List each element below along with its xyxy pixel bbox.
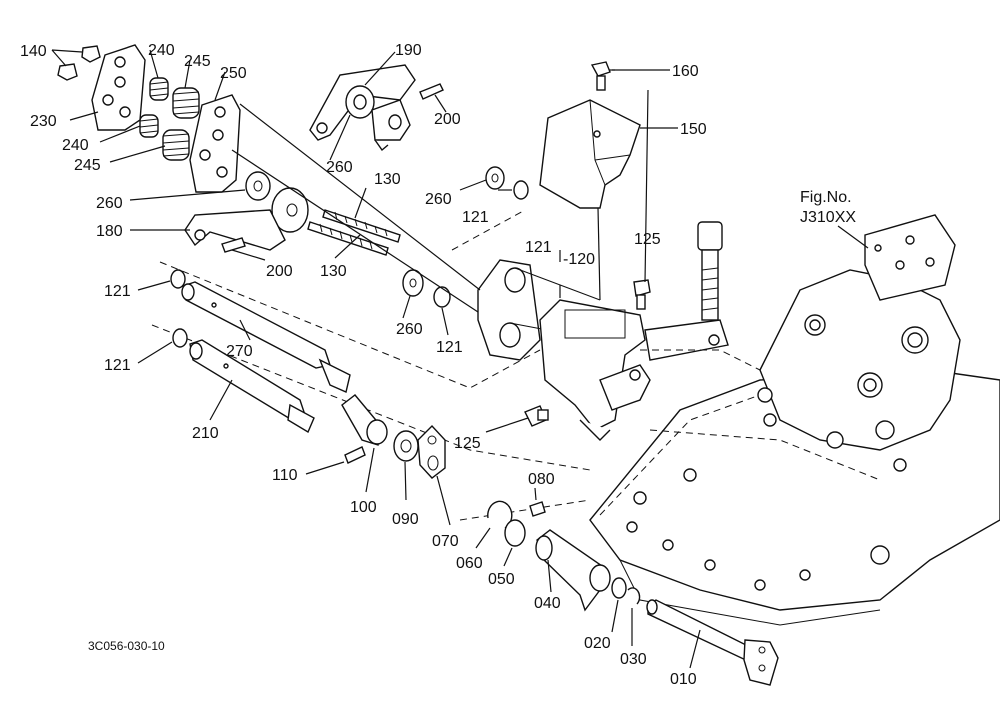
rods-130 — [307, 209, 401, 256]
stud-bolt — [697, 221, 723, 321]
label-121-left-bottom: 121 — [104, 357, 131, 374]
label-240-bottom: 240 — [62, 137, 89, 154]
label-140: 140 — [20, 43, 47, 60]
label-040: 040 — [534, 595, 561, 612]
label-260-left: 260 — [96, 195, 123, 212]
bolt-125-top — [633, 279, 651, 310]
pin-110 — [344, 446, 366, 464]
label-070: 070 — [432, 533, 459, 550]
label-180: 180 — [96, 223, 123, 240]
label-200-top: 200 — [434, 111, 461, 128]
shaft-270 — [181, 281, 351, 393]
label-010: 010 — [670, 671, 697, 688]
label-050: 050 — [488, 571, 515, 588]
washer-090 — [393, 430, 419, 462]
label-260-right: 260 — [425, 191, 452, 208]
label-060: 060 — [456, 555, 483, 572]
plate-070 — [417, 424, 446, 479]
label-160: 160 — [672, 63, 699, 80]
plate-250 — [189, 94, 241, 193]
drawing-code: 3C056-030-10 — [88, 639, 165, 653]
label-190: 190 — [395, 42, 422, 59]
key-080 — [529, 501, 546, 517]
label-121-bracket: 121 — [525, 239, 552, 256]
label-121-top: 121 — [462, 209, 489, 226]
cover-150 — [539, 99, 641, 209]
label-121-left-top: 121 — [104, 283, 131, 300]
dashed-leader-1 — [451, 209, 526, 251]
label-080: 080 — [528, 471, 555, 488]
label-245-top: 245 — [184, 53, 211, 70]
washer-260-top — [485, 166, 505, 190]
bush-121-mid — [433, 286, 451, 308]
label-250: 250 — [220, 65, 247, 82]
bolt-160 — [590, 61, 611, 91]
label-030: 030 — [620, 651, 647, 668]
washer-260-left — [245, 171, 271, 201]
label-245-bottom: 245 — [74, 157, 101, 174]
nuts-140 — [57, 45, 101, 81]
label-020: 020 — [584, 635, 611, 652]
o-ring-050 — [504, 519, 526, 547]
label-121-mid: 121 — [436, 339, 463, 356]
label-230: 230 — [30, 113, 57, 130]
label-110: 110 — [272, 467, 298, 484]
lever-bracket — [539, 299, 729, 441]
fig-no-leader — [837, 225, 869, 249]
label-150: 150 — [680, 121, 707, 138]
arm-190 — [309, 64, 416, 152]
arm-180 — [184, 187, 309, 251]
label-210: 210 — [192, 425, 219, 442]
label-125-top: 125 — [634, 231, 661, 248]
dashed-leader-6 — [640, 349, 761, 371]
bush-121-left-top — [170, 269, 186, 289]
dashed-leader-3 — [151, 324, 591, 471]
dashed-leader-4 — [459, 499, 591, 521]
part-labels: 140 240 245 250 230 240 245 190 200 260 … — [20, 42, 707, 688]
lever-100 — [341, 394, 388, 446]
plate-230 — [91, 44, 146, 131]
bush-121-left-bottom — [172, 328, 188, 348]
label-240-top: 240 — [148, 42, 175, 59]
label-100: 100 — [350, 499, 377, 516]
hydraulic-housing — [589, 214, 1000, 626]
label-130-top: 130 — [374, 171, 401, 188]
fig-no-value: J310XX — [800, 209, 856, 226]
pin-200-top — [419, 83, 444, 100]
bracket-120 — [477, 259, 601, 361]
snap-ring-030 — [627, 587, 641, 605]
fig-no-label: Fig.No. — [800, 189, 852, 206]
springs-240-245 — [139, 77, 200, 161]
shaft-040 — [535, 529, 611, 612]
label-090: 090 — [392, 511, 419, 528]
dashed-leader-2 — [159, 261, 541, 389]
bush-121-top — [513, 180, 529, 200]
pin-200-bottom — [221, 237, 246, 253]
label-120: -120 — [563, 251, 595, 268]
label-130-bottom: 130 — [320, 263, 347, 280]
label-270: 270 — [226, 343, 253, 360]
label-260-mid: 260 — [396, 321, 423, 338]
washer-260-mid — [402, 269, 424, 297]
label-200-bottom: 200 — [266, 263, 293, 280]
label-125-bottom: 125 — [454, 435, 481, 452]
label-260-arm: 260 — [326, 159, 353, 176]
bolt-125-bottom — [524, 405, 549, 427]
o-ring-020 — [611, 577, 627, 599]
leader-lines — [51, 49, 701, 669]
shaft-210 — [189, 339, 315, 434]
